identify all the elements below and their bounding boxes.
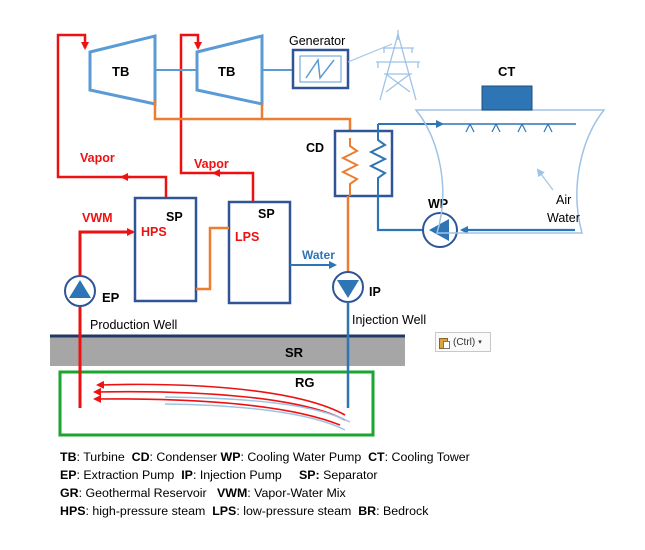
clipboard-icon	[439, 336, 450, 349]
legend-desc: : low-pressure steam	[236, 504, 359, 518]
hp-separator	[133, 196, 198, 303]
hp-steam-line	[56, 33, 168, 198]
legend-abbr: LPS	[212, 504, 237, 518]
cd-label: CD	[306, 141, 324, 155]
legend-abbr: SP:	[299, 468, 320, 482]
legend-desc: : Bedrock	[376, 504, 429, 518]
sp-left-label: SP	[166, 210, 183, 224]
legend-desc: : Injection Pump	[192, 468, 299, 482]
transmission-tower-icon	[376, 30, 420, 101]
legend: TB: Turbine CD: Condenser WP: Cooling Wa…	[60, 448, 620, 520]
vapor-right-label: Vapor	[194, 157, 229, 171]
cooling-tower-outline	[414, 109, 606, 234]
hps-label: HPS	[141, 225, 167, 239]
legend-row: HPS: high-pressure steam LPS: low-pressu…	[60, 502, 620, 520]
reservoir-box	[58, 370, 375, 437]
sp-right-label: SP	[258, 207, 275, 221]
ep-label: EP	[102, 290, 120, 305]
turbine-1-exhaust	[153, 100, 300, 121]
injection-well-label: Injection Well	[352, 313, 426, 327]
lp-steam-line	[179, 33, 255, 202]
bedrock-layer	[50, 336, 405, 366]
condenser	[333, 129, 394, 198]
legend-desc: : Cooling Water Pump	[240, 450, 369, 464]
ip-label: IP	[369, 285, 381, 299]
legend-desc: : Condenser	[149, 450, 221, 464]
legend-abbr: GR	[60, 486, 79, 500]
generator-inner	[299, 55, 342, 83]
water-pipe-label: Water	[302, 248, 335, 262]
legend-abbr: BR	[358, 504, 377, 518]
reservoir-flow-line-3	[93, 394, 341, 426]
injection-pump-arrow-icon	[337, 280, 359, 298]
dropdown-arrow-icon: ▾	[478, 339, 482, 346]
legend-abbr: EP	[60, 468, 77, 482]
legend-abbr: CD	[131, 450, 150, 464]
legend-abbr: VWM	[217, 486, 248, 500]
sr-label: SR	[285, 345, 304, 360]
reservoir-flow-line-4	[164, 403, 346, 431]
lp-separator	[227, 200, 292, 305]
production-well-label: Production Well	[90, 318, 177, 332]
reservoir-flow-line-5	[164, 396, 351, 423]
legend-abbr: WP	[220, 450, 241, 464]
legend-abbr: IP	[181, 468, 193, 482]
vwm-pipe	[78, 228, 135, 275]
rg-label: RG	[295, 375, 315, 390]
cooling-water-pump-arrow-icon	[429, 219, 449, 241]
reservoir-flow-line-1	[96, 380, 346, 416]
legend-desc: Separator	[319, 468, 378, 482]
legend-abbr: CT	[368, 450, 385, 464]
lps-label: LPS	[235, 230, 259, 244]
cooling-tower-fan	[481, 85, 533, 111]
tb1-label: TB	[112, 64, 129, 79]
paste-options-button[interactable]: (Ctrl) ▾	[435, 332, 491, 352]
legend-row: EP: Extraction Pump IP: Injection Pump S…	[60, 466, 620, 484]
generator-label: Generator	[289, 34, 345, 48]
legend-desc: : Extraction Pump	[76, 468, 182, 482]
vwm-label: VWM	[82, 211, 113, 225]
legend-desc: : high-pressure steam	[85, 504, 213, 518]
legend-desc: : Geothermal Reservoir	[78, 486, 218, 500]
condenser-steam-coil	[340, 138, 360, 196]
legend-row: GR: Geothermal Reservoir VWM: Vapor-Wate…	[60, 484, 620, 502]
water-ct-label: Water	[547, 211, 580, 225]
legend-row: TB: Turbine CD: Condenser WP: Cooling Wa…	[60, 448, 620, 466]
air-label: Air	[556, 193, 571, 207]
vapor-left-label: Vapor	[80, 151, 115, 165]
cooling-water-to-condenser	[376, 196, 425, 232]
legend-desc: : Turbine	[76, 450, 132, 464]
wp-label: WP	[428, 197, 448, 211]
generator-wave-icon	[305, 57, 335, 80]
power-line	[347, 43, 393, 63]
paste-options-label: (Ctrl)	[453, 336, 476, 348]
tb2-label: TB	[218, 64, 235, 79]
airflow-arrow	[536, 168, 554, 191]
legend-abbr: HPS	[60, 504, 86, 518]
extraction-pump-arrow-icon	[69, 280, 91, 298]
tower-spray-nozzles-icon	[465, 123, 553, 133]
legend-desc: : Vapor-Water Mix	[247, 486, 346, 500]
legend-desc: : Cooling Tower	[384, 450, 470, 464]
hp-to-lp-pipe	[196, 226, 229, 291]
legend-abbr: TB	[60, 450, 77, 464]
ct-label: CT	[498, 64, 515, 79]
condenser-water-coil	[368, 124, 388, 196]
